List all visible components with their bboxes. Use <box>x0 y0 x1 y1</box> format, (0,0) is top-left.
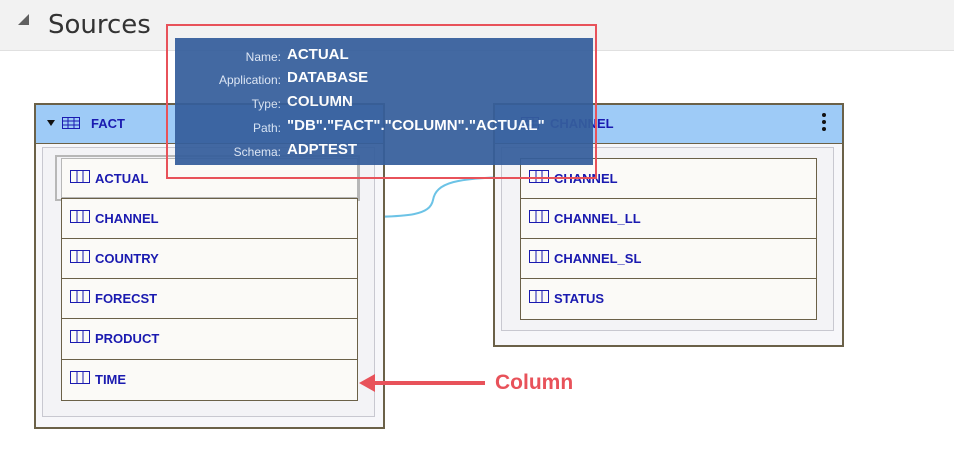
column-icon <box>529 170 549 183</box>
table-grid-icon <box>62 117 80 129</box>
annotation-label: Column <box>495 371 574 394</box>
tooltip-key: Path: <box>252 121 281 135</box>
tooltip-path-row: Path: "DB"."FACT"."COLUMN"."ACTUAL" <box>175 117 593 139</box>
column-icon <box>529 210 549 223</box>
column-icon <box>70 250 90 263</box>
channel-column-channel-ll[interactable]: CHANNEL_LL <box>520 198 817 239</box>
tooltip-schema-row: Schema: ADPTEST <box>175 141 593 163</box>
caret-down-icon[interactable] <box>47 120 55 126</box>
tooltip-key: Name: <box>245 50 281 64</box>
annotation-arrow-icon <box>359 374 485 392</box>
tooltip-type-row: Type: COLUMN <box>175 93 593 115</box>
fact-column-time[interactable]: TIME <box>61 359 358 401</box>
tooltip-value: ADPTEST <box>287 141 358 158</box>
column-label: CHANNEL <box>95 211 159 226</box>
tooltip-key: Application: <box>218 73 281 87</box>
column-label: CHANNEL_LL <box>554 211 641 226</box>
column-icon <box>70 210 90 223</box>
fact-column-country[interactable]: COUNTRY <box>61 238 358 279</box>
column-label: STATUS <box>554 291 605 306</box>
column-label: ACTUAL <box>95 171 149 186</box>
column-icon <box>529 290 549 303</box>
channel-column-channel-sl[interactable]: CHANNEL_SL <box>520 238 817 279</box>
column-icon <box>70 330 90 343</box>
tooltip-value: "DB"."FACT"."COLUMN"."ACTUAL" <box>287 117 545 134</box>
tooltip-key: Schema: <box>233 145 281 159</box>
column-label: CHANNEL_SL <box>554 251 642 266</box>
tooltip-value: COLUMN <box>287 93 353 110</box>
column-icon <box>70 170 90 183</box>
column-icon <box>70 371 90 384</box>
fact-table-name: FACT <box>91 116 125 131</box>
kebab-menu-icon[interactable] <box>822 113 826 135</box>
channel-column-status[interactable]: STATUS <box>520 278 817 320</box>
column-label: COUNTRY <box>95 251 159 266</box>
page-title: Sources <box>48 10 151 40</box>
column-label: TIME <box>95 372 127 387</box>
fact-column-channel[interactable]: CHANNEL <box>61 198 358 239</box>
tooltip-highlight-box <box>166 24 597 179</box>
column-icon <box>70 290 90 303</box>
fact-column-forecst[interactable]: FORECST <box>61 278 358 319</box>
collapse-triangle-icon[interactable] <box>18 14 29 25</box>
tooltip-key: Type: <box>251 97 281 111</box>
tooltip-name-row: Name: ACTUAL <box>175 46 593 68</box>
column-info-tooltip: Name: ACTUAL Application: DATABASE Type:… <box>175 38 593 165</box>
column-label: PRODUCT <box>95 331 160 346</box>
tooltip-value: DATABASE <box>287 69 369 86</box>
column-icon <box>529 250 549 263</box>
tooltip-application-row: Application: DATABASE <box>175 69 593 91</box>
fact-column-product[interactable]: PRODUCT <box>61 318 358 360</box>
tooltip-value: ACTUAL <box>287 46 349 63</box>
column-label: FORECST <box>95 291 158 306</box>
